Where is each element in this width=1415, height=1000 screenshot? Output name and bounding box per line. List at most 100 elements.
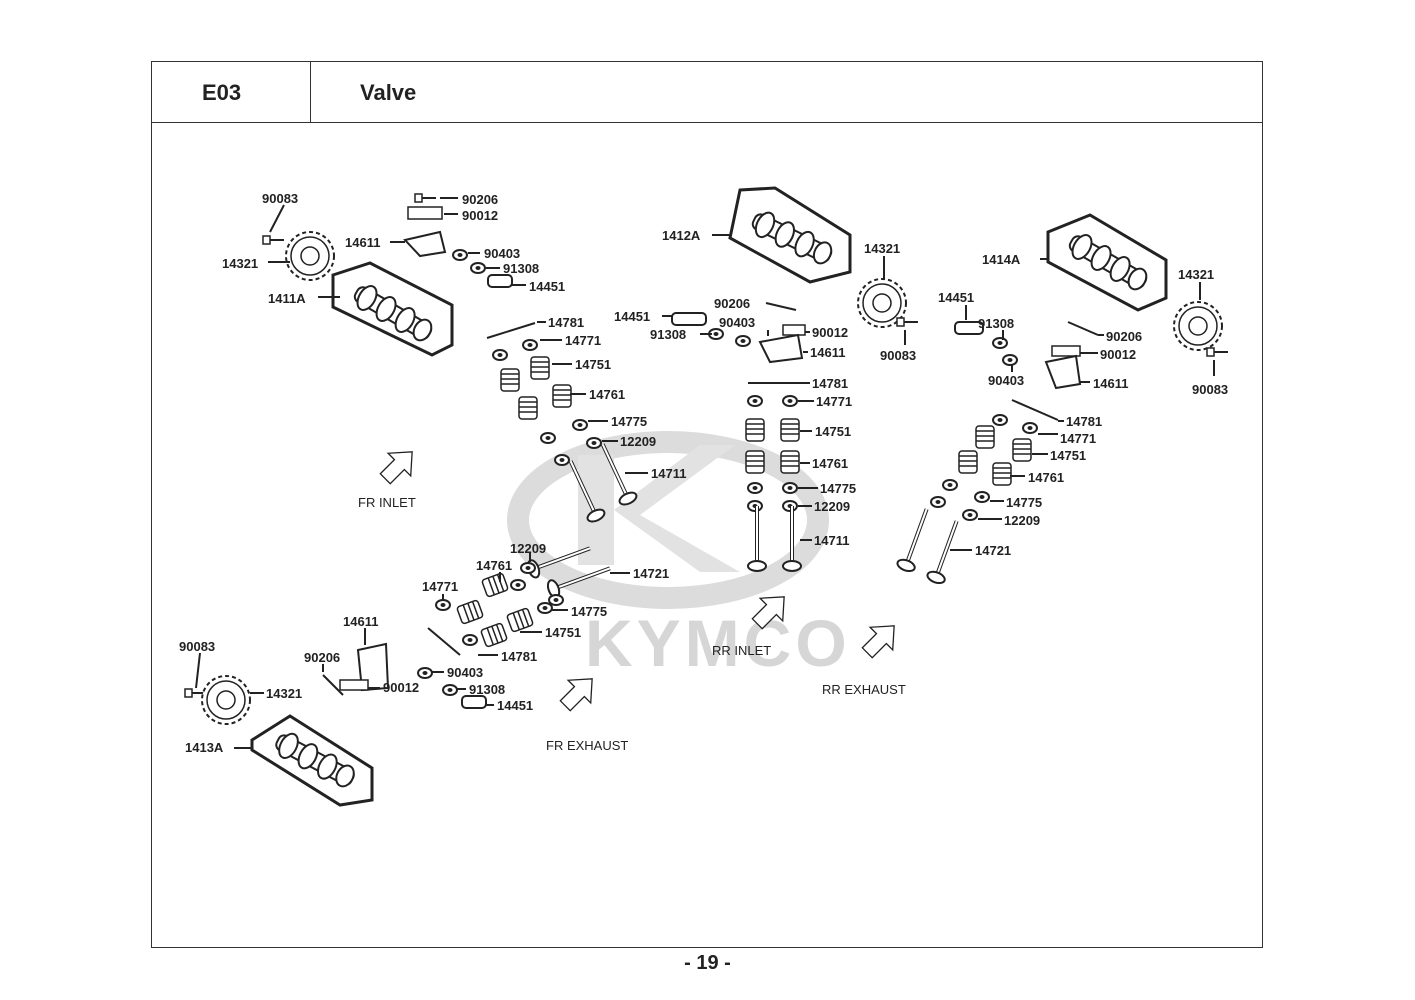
spring-14751b [479,622,509,648]
rocker-arm-14611 [403,230,447,258]
part-label: 14771 [1060,431,1096,446]
zone-rr-inlet: RR INLET [712,643,771,658]
spring-14751b [780,418,800,442]
group-fr-inlet [262,193,641,526]
seal-14775b [572,419,588,431]
camshaft-outline-1413A [250,714,374,807]
watermark-text: KYMCO [585,606,851,680]
camshaft-1413A [270,727,360,793]
page-number: - 19 - [684,952,731,974]
washer-90403 [735,335,751,347]
part-label: 14451 [938,290,974,305]
part-label: 90206 [714,296,750,311]
part-label: 14321 [864,241,900,256]
seal-14775a [747,482,763,494]
part-label: 90403 [484,246,520,261]
sprocket-bolt-90083 [262,235,285,245]
part-label: 14751 [575,357,611,372]
part-label: 90012 [462,208,498,223]
adjuster-14781 [486,322,536,339]
cotter-14771a [992,414,1008,426]
pin-90012 [1051,345,1081,357]
bolt-90206 [322,674,344,696]
part-label: 90083 [1192,382,1228,397]
part-label: 12209 [620,434,656,449]
part-label: 91308 [978,316,1014,331]
seat-12209a [520,562,536,574]
bolt-90206 [414,193,437,203]
pin-90012 [407,206,443,220]
part-label: 14611 [343,614,378,629]
part-label: 1412A [662,228,701,243]
part-label: 14711 [651,466,686,481]
seat-12209b [586,437,602,449]
rocker-shaft-14451 [487,274,513,288]
seal-14775b [782,482,798,494]
cotter-14771b [522,339,538,351]
part-label: 90083 [880,348,916,363]
part-label: 14721 [633,566,669,581]
part-label: 14451 [614,309,650,324]
part-label: 14781 [812,376,848,391]
spring-14761b [780,450,800,474]
oring-91308 [442,684,458,696]
spring-14761a [480,572,510,598]
part-label: 14775 [571,604,607,619]
bolt-90206 [765,302,797,311]
washer-90403 [452,249,468,261]
adjuster-14781 [427,627,461,656]
pin-90012 [339,679,369,691]
sprocket-bolt-90083 [1206,347,1229,357]
part-label: 12209 [814,499,850,514]
spring-14761b [505,607,535,633]
spring-14761b [992,462,1012,486]
rr-exhaust-arrow [855,613,907,665]
spring-14761a [745,450,765,474]
washer-90403 [1002,354,1018,366]
seat-12209b [548,594,564,606]
pin-90012 [782,324,806,336]
camshaft-1414A [1064,228,1152,296]
part-label: 14761 [812,456,848,471]
part-label: 12209 [510,541,546,556]
part-label: 14751 [1050,448,1086,463]
part-label: 91308 [650,327,686,342]
valve-14711a [746,504,768,573]
part-label: 14771 [816,394,852,409]
part-label: 90083 [179,639,215,654]
valve-14721b [923,515,968,588]
part-label: 14321 [266,686,302,701]
part-label: 14781 [1066,414,1102,429]
part-label: 14761 [1028,470,1064,485]
seat-12209a [930,496,946,508]
part-label: 14781 [548,315,584,330]
group-rr-exhaust [855,213,1229,665]
spring-14751b [1012,438,1032,462]
part-label: 14451 [529,279,565,294]
seat-12209b [962,509,978,521]
part-label: 90403 [988,373,1024,388]
spring-14761b [552,384,572,408]
rocker-shaft-14451 [954,321,984,335]
seat-12209a [554,454,570,466]
cotter-14771a [747,395,763,407]
leader-lines [195,197,1215,749]
washer-90403 [417,667,433,679]
part-label: 14781 [501,649,537,664]
watermark-ring [507,431,829,609]
spring-14751a [455,599,485,625]
sprocket-bolt-90083 [896,317,919,327]
seal-14775a [942,479,958,491]
cotter-14771b [782,395,798,407]
spring-14761a [518,396,538,420]
part-label: 14771 [565,333,601,348]
part-label: 14775 [1006,495,1042,510]
part-label: 14751 [815,424,851,439]
part-label: 12209 [1004,513,1040,528]
cotter-14771 [492,349,508,361]
part-label: 90403 [719,315,755,330]
part-label: 90083 [262,191,298,206]
seal-14775b [537,602,553,614]
adjuster-14781 [1011,399,1059,421]
oring-91308 [470,262,486,274]
